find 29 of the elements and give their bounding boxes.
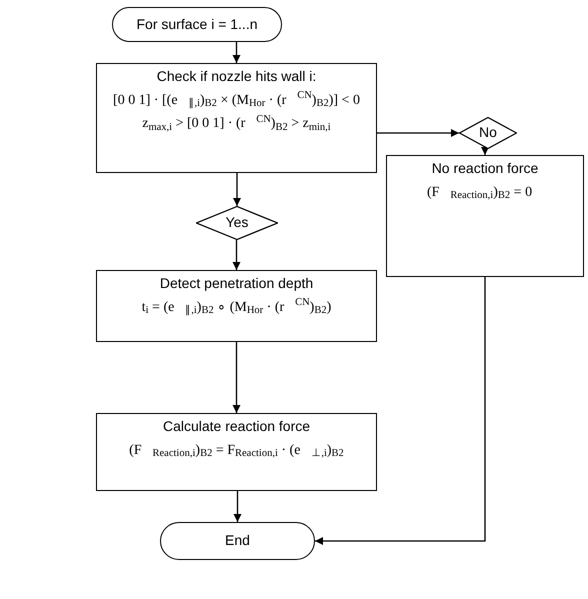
formula: [0 0 1] · [(e⃗$_{∥,i}$)$_{B2}$ × (M$_{Hor}$ · (r⃗$^{CN}$)$_{B2}$)] < 0 <box>113 92 360 109</box>
arrow <box>377 129 459 137</box>
formula: (F⃗$_{Reaction,i}$)$_{B2}$ = F$_{Reaction,i}$ · (e⃗$_{⊥,i}$)$_{B2}$ <box>129 442 344 459</box>
node-label: Check if nozzle hits wall i: <box>156 68 316 86</box>
process-box <box>96 63 377 173</box>
arrow <box>234 491 242 522</box>
node-label: Yes <box>226 214 248 232</box>
node-label: No reaction force <box>432 160 538 178</box>
node-label: Calculate reaction force <box>162 418 310 436</box>
arrow <box>315 277 486 545</box>
decision-diamond <box>196 206 278 240</box>
arrow <box>232 342 240 413</box>
node-label: End <box>225 532 250 550</box>
formula: t$_{i}$ = (e⃗$_{∥,i}$)$_{B2}$ ∘ (M$_{Hor}$ · (r⃗$^{CN}$)$_{B2}$) <box>142 298 332 316</box>
node-label: For surface i = 1...n <box>136 16 258 34</box>
formula: (F⃗$_{Reaction,i}$)$_{B2}$ = 0⃗ <box>427 184 543 201</box>
node-label: No <box>479 124 497 142</box>
decision-diamond <box>459 117 517 149</box>
process-box <box>386 155 584 277</box>
node-label: Detect penetration depth <box>160 275 314 292</box>
arrow <box>232 42 240 63</box>
process-box <box>96 270 377 342</box>
arrow <box>481 147 489 155</box>
arrow <box>232 240 240 270</box>
process-box <box>96 413 377 491</box>
formula: z$_{max,i}$ > [0 0 1] · (r⃗$^{CN}$)$_{B2}$ > z$_{min,i}$ <box>142 115 331 132</box>
start-terminator <box>112 7 282 42</box>
arrow <box>233 173 241 206</box>
end-terminator <box>160 522 315 560</box>
